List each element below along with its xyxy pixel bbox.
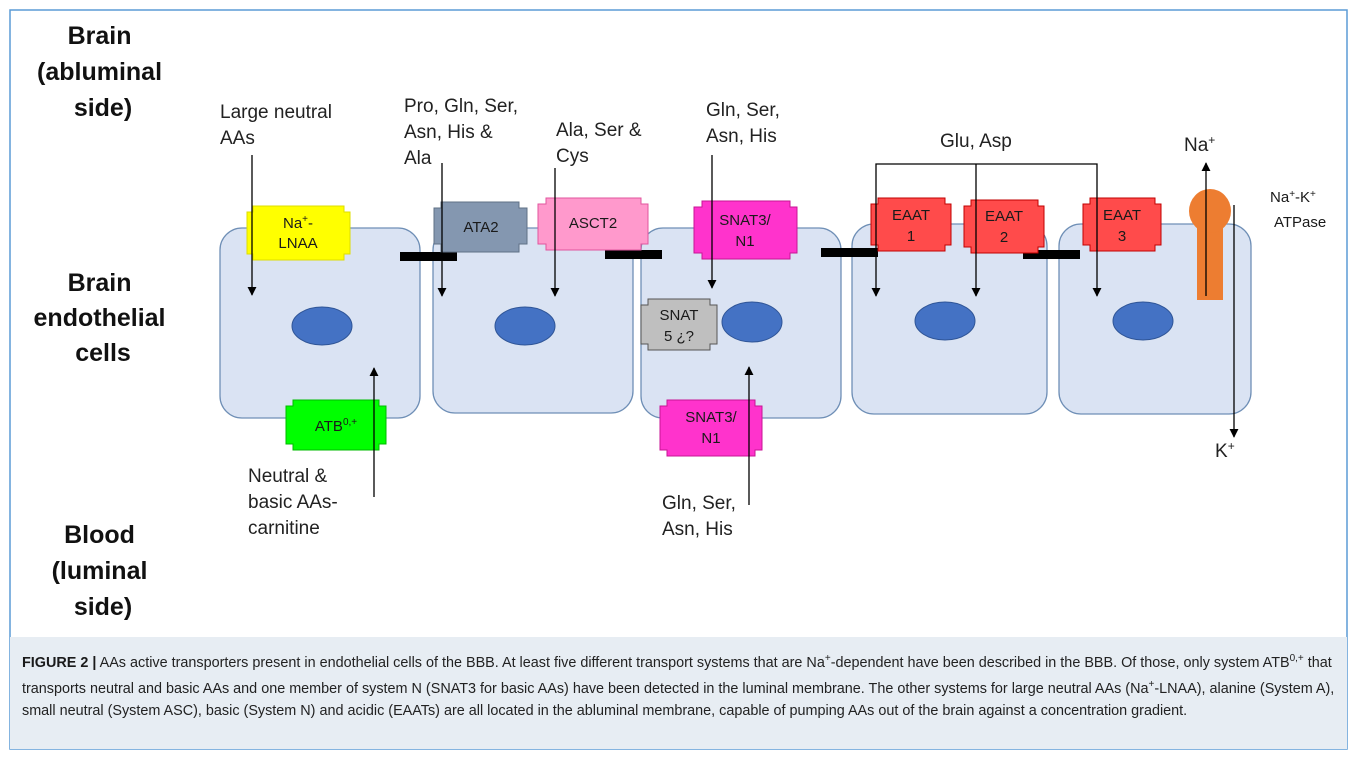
snat3-n1-bottom-transporter: SNAT3/ N1 (659, 399, 763, 457)
na-k-atpase-pump (1189, 189, 1231, 300)
eaat3-transporter: EAAT 3 (1082, 197, 1162, 252)
svg-text:LNAA: LNAA (278, 235, 317, 252)
na-lnaa-transporter: Na+- LNAA (246, 205, 351, 261)
tight-junction (400, 252, 457, 261)
svg-text:N1: N1 (735, 233, 754, 250)
svg-text:1: 1 (907, 228, 915, 245)
gln-ser-asn-his-bottom-label: Gln, Ser, Asn, His (662, 493, 741, 540)
nucleus (1112, 301, 1174, 341)
tight-junction (1023, 250, 1080, 259)
svg-text:SNAT3/: SNAT3/ (685, 409, 737, 426)
svg-text:N1: N1 (701, 430, 720, 447)
endothelial-cells-label: Brain endothelial cells (34, 269, 173, 367)
arrow-glu-asp (871, 163, 1102, 297)
nucleus (494, 306, 556, 346)
nucleus (291, 306, 353, 346)
ala-ser-cys-label: Ala, Ser & Cys (556, 120, 647, 167)
svg-text:2: 2 (1000, 229, 1008, 246)
large-neutral-aas-label: Large neutral AAs (220, 102, 337, 149)
nucleus (914, 301, 976, 341)
svg-text:3: 3 (1118, 228, 1126, 245)
na-ion-label: Na+ (1184, 133, 1215, 156)
svg-text:ATA2: ATA2 (463, 219, 498, 236)
svg-text:5 ¿?: 5 ¿? (664, 328, 694, 345)
eaat2-transporter: EAAT 2 (963, 199, 1045, 254)
svg-text:EAAT: EAAT (985, 208, 1023, 225)
tight-junction (821, 248, 878, 257)
gln-ser-asn-his-top-label: Gln, Ser, Asn, His (706, 100, 785, 147)
tight-junction (605, 250, 662, 259)
figure-caption: FIGURE 2 | AAs active transporters prese… (10, 637, 1347, 749)
figure-border (9, 9, 1348, 750)
na-k-atpase-label: Na+-K+ ATPase (1270, 184, 1326, 231)
asct2-transporter: ASCT2 (537, 197, 649, 251)
nucleus (721, 301, 783, 343)
blood-side-label: Blood (luminal side) (52, 521, 155, 621)
svg-text:ATB0,+: ATB0,+ (315, 417, 357, 435)
k-ion-label: K+ (1215, 439, 1235, 462)
svg-text:SNAT3/: SNAT3/ (719, 212, 771, 229)
svg-text:EAAT: EAAT (892, 207, 930, 224)
svg-text:EAAT: EAAT (1103, 207, 1141, 224)
figure-label: FIGURE 2 | (22, 654, 97, 671)
snat5-transporter: SNAT 5 ¿? (640, 298, 718, 351)
snat3-n1-top-transporter: SNAT3/ N1 (693, 200, 798, 260)
svg-text:SNAT: SNAT (660, 307, 699, 324)
pro-gln-ser-label: Pro, Gln, Ser, Asn, His & Ala (404, 96, 523, 169)
transport-arrows (247, 155, 1239, 505)
atb-transporter: ATB0,+ (285, 399, 387, 451)
eaat1-transporter: EAAT 1 (870, 197, 952, 252)
glu-asp-label: Glu, Asp (940, 131, 1012, 152)
brain-side-label: Brain (abluminal side) (37, 22, 169, 122)
svg-text:Na+-: Na+- (283, 214, 313, 232)
neutral-basic-aas-carnitine-label: Neutral & basic AAs- carnitine (248, 466, 343, 539)
ata2-transporter: ATA2 (433, 201, 528, 253)
svg-text:ASCT2: ASCT2 (569, 215, 617, 232)
